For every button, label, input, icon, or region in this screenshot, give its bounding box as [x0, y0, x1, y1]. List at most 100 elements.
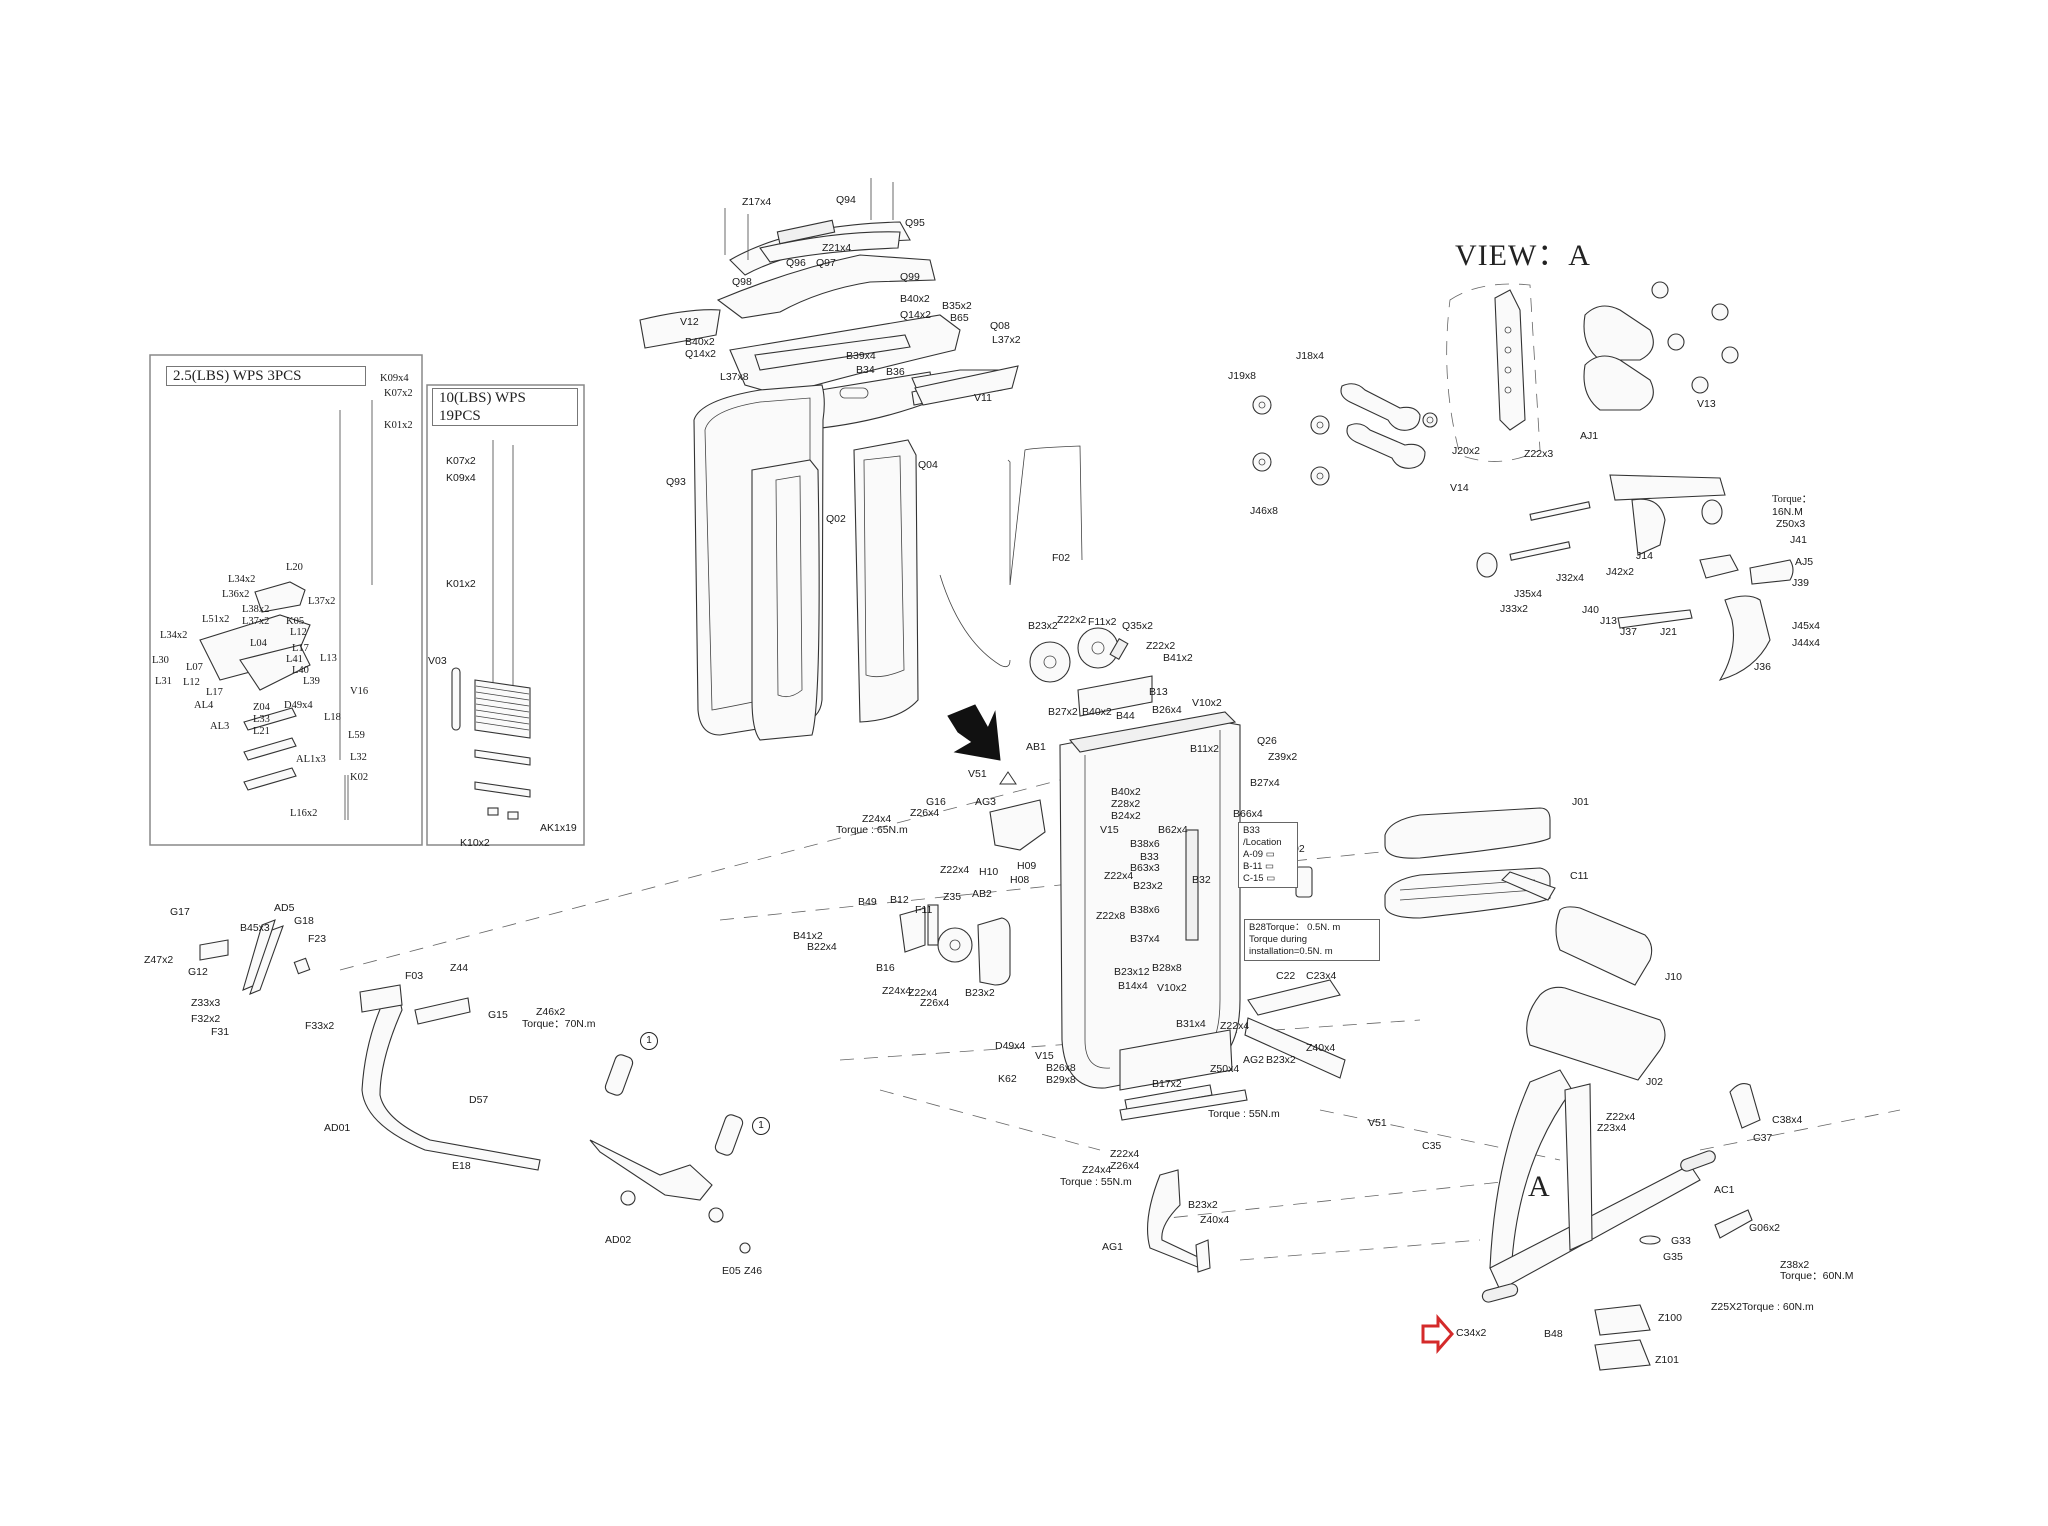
part-label: H08 [1010, 874, 1030, 886]
part-label: B24x2 [1111, 810, 1141, 822]
part-label: K05 [286, 616, 305, 627]
part-label: L12 [290, 627, 307, 638]
part-label: L12 [183, 677, 200, 688]
torque-note: Torque： [1772, 494, 1813, 505]
part-label: AJ1 [1580, 430, 1599, 442]
press-arm-2 [589, 1054, 751, 1254]
part-label: B39x4 [846, 350, 876, 362]
part-label: F03 [405, 970, 424, 982]
part-label: B38x6 [1130, 904, 1160, 916]
part-label: B48 [1544, 1328, 1563, 1340]
part-label: F31 [211, 1026, 230, 1038]
part-label: K09x4 [380, 373, 409, 384]
part-label: J32x4 [1556, 572, 1585, 584]
part-label: B36 [886, 366, 905, 378]
torque-note: 16N.M [1772, 506, 1803, 518]
part-label: B14x4 [1118, 980, 1148, 992]
part-label: F11 [915, 904, 933, 916]
part-label: V51 [1368, 1117, 1387, 1129]
part-label: B27x4 [1250, 777, 1280, 789]
part-label: V03 [428, 655, 447, 667]
part-label: B31x4 [1176, 1018, 1206, 1030]
part-label: Z22x4 [1606, 1111, 1636, 1123]
part-label: B26x8 [1046, 1062, 1076, 1074]
part-label: B33 [1140, 851, 1159, 863]
part-label: AD5 [274, 902, 295, 914]
part-label: B62x4 [1158, 824, 1188, 836]
part-label: Q96 [786, 257, 806, 269]
part-label: J01 [1572, 796, 1589, 808]
part-label: J40 [1582, 604, 1599, 616]
main-frame [1059, 711, 1346, 1121]
part-label: L16x2 [290, 808, 318, 819]
part-label: Z47x2 [144, 954, 174, 966]
part-label: G06x2 [1749, 1222, 1780, 1234]
part-label: J36 [1754, 661, 1771, 673]
part-label: B41x2 [793, 930, 823, 942]
part-label: B40x2 [900, 293, 930, 305]
part-label: B22x4 [807, 941, 837, 953]
part-label: D57 [469, 1094, 489, 1106]
part-label: Q97 [816, 257, 836, 269]
part-label: B44 [1116, 710, 1135, 722]
part-label: D49x4 [995, 1040, 1026, 1052]
part-label: B27x2 [1048, 706, 1078, 718]
part-label: J13 [1600, 615, 1617, 627]
part-label: Q02 [826, 513, 846, 525]
part-label: Z100 [1658, 1312, 1682, 1324]
part-label: AD01 [324, 1122, 351, 1134]
location-row: B-11 ▭ [1243, 861, 1274, 872]
base-frame [1481, 871, 1761, 1371]
part-label: Z23x4 [1597, 1122, 1627, 1134]
direction-arrow [947, 704, 1001, 761]
part-label: Z26x4 [920, 997, 950, 1009]
part-label: B41x2 [1163, 652, 1193, 664]
part-label: Z21x4 [822, 242, 852, 254]
location-subtitle: /Location [1243, 837, 1282, 848]
part-label: L17 [206, 687, 223, 698]
torque-line: Torque during installation=0.5N. m [1249, 934, 1333, 957]
part-label: J35x4 [1514, 588, 1543, 600]
part-label: AL3 [210, 721, 230, 732]
location-row: A-09 ▭ [1243, 849, 1275, 860]
part-label: L20 [286, 562, 303, 573]
part-label: AJ5 [1795, 556, 1814, 568]
part-label: L38x2 [242, 604, 270, 615]
torque-note: Torque : 65N.m [836, 824, 908, 836]
part-label: B26x4 [1152, 704, 1182, 716]
part-label: Z38x2 [1780, 1259, 1810, 1271]
part-label: B23x2 [965, 987, 995, 999]
leg-ag1 [1147, 1169, 1211, 1273]
part-label: B11x2 [1190, 743, 1219, 755]
view-a-marker: A [1528, 1170, 1550, 1203]
part-label: B17x2 [1152, 1078, 1182, 1090]
part-label: B49 [858, 896, 877, 908]
part-label: B29x8 [1046, 1074, 1076, 1086]
part-label: V10x2 [1192, 697, 1222, 709]
part-label: B65 [950, 312, 969, 324]
part-label: Z04 [253, 702, 270, 713]
view-a-title: VIEW：A [1455, 239, 1591, 272]
part-label: F02 [1052, 552, 1071, 564]
part-label: L41 [286, 654, 303, 665]
part-label: D49x4 [284, 700, 313, 711]
part-label: G17 [170, 906, 190, 918]
small-weights-title: 2.5(LBS) WPS 3PCS [166, 366, 366, 386]
part-label: F33x2 [305, 1020, 335, 1032]
part-label: Z24x4 [1082, 1164, 1112, 1176]
part-label: G33 [1671, 1235, 1691, 1247]
part-label: Q26 [1257, 735, 1277, 747]
part-label: Q14x2 [900, 309, 931, 321]
part-label: J44x4 [1792, 637, 1821, 649]
part-label: V12 [680, 316, 699, 328]
part-label: Z24x4 [862, 813, 892, 825]
part-label: L32 [350, 752, 367, 763]
part-label: AB2 [972, 888, 992, 900]
part-label: L17 [292, 643, 309, 654]
part-label: Z50x3 [1776, 518, 1806, 530]
part-label: J19x8 [1228, 370, 1257, 382]
part-label: B37x4 [1130, 933, 1160, 945]
part-label: Q14x2 [685, 348, 716, 360]
part-label: L40 [292, 665, 309, 676]
part-label: J37 [1620, 626, 1637, 638]
